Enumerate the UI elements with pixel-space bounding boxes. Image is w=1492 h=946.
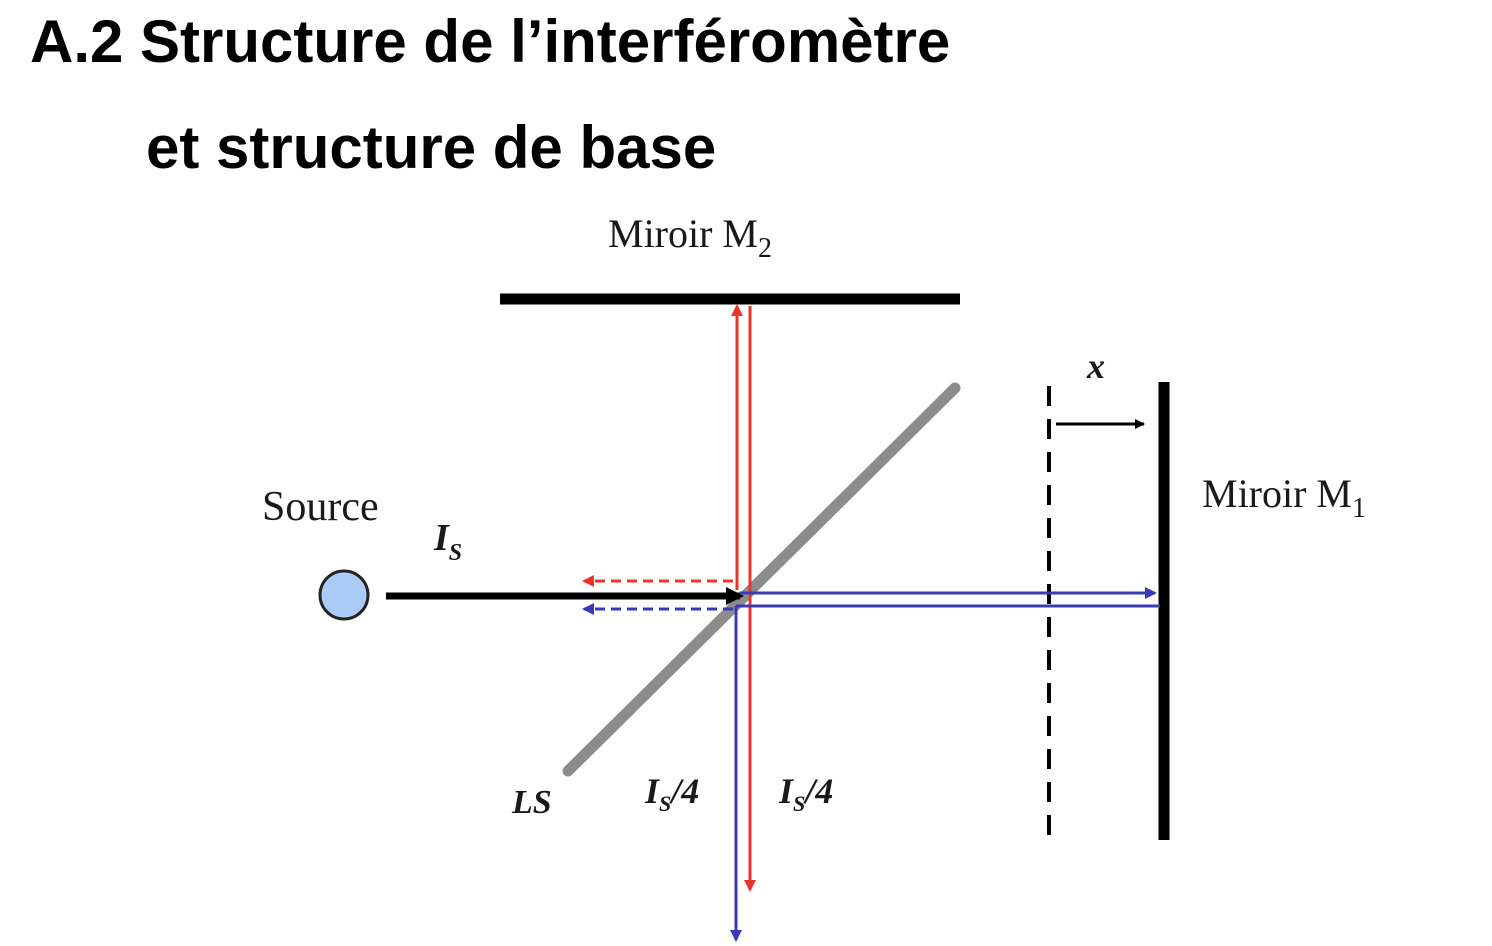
beam-splitter [562,382,961,777]
output-intensity-label-right: IS/4 [778,771,833,816]
mirror-m2-label: Miroir M2 [608,211,772,264]
beam-splitter-label: LS [511,784,552,821]
output-intensity-label-left: IS/4 [644,771,699,816]
source-label: Source [262,484,379,530]
displacement-label: x [1086,346,1105,386]
source-icon [318,569,370,621]
slide-title-line-2: et structure de base [146,114,717,181]
slide-title-line-1: A.2 Structure de l’interféromètre [30,8,951,75]
mirror-m1-label: Miroir M1 [1202,471,1366,524]
incident-intensity-label: IS [433,517,462,566]
